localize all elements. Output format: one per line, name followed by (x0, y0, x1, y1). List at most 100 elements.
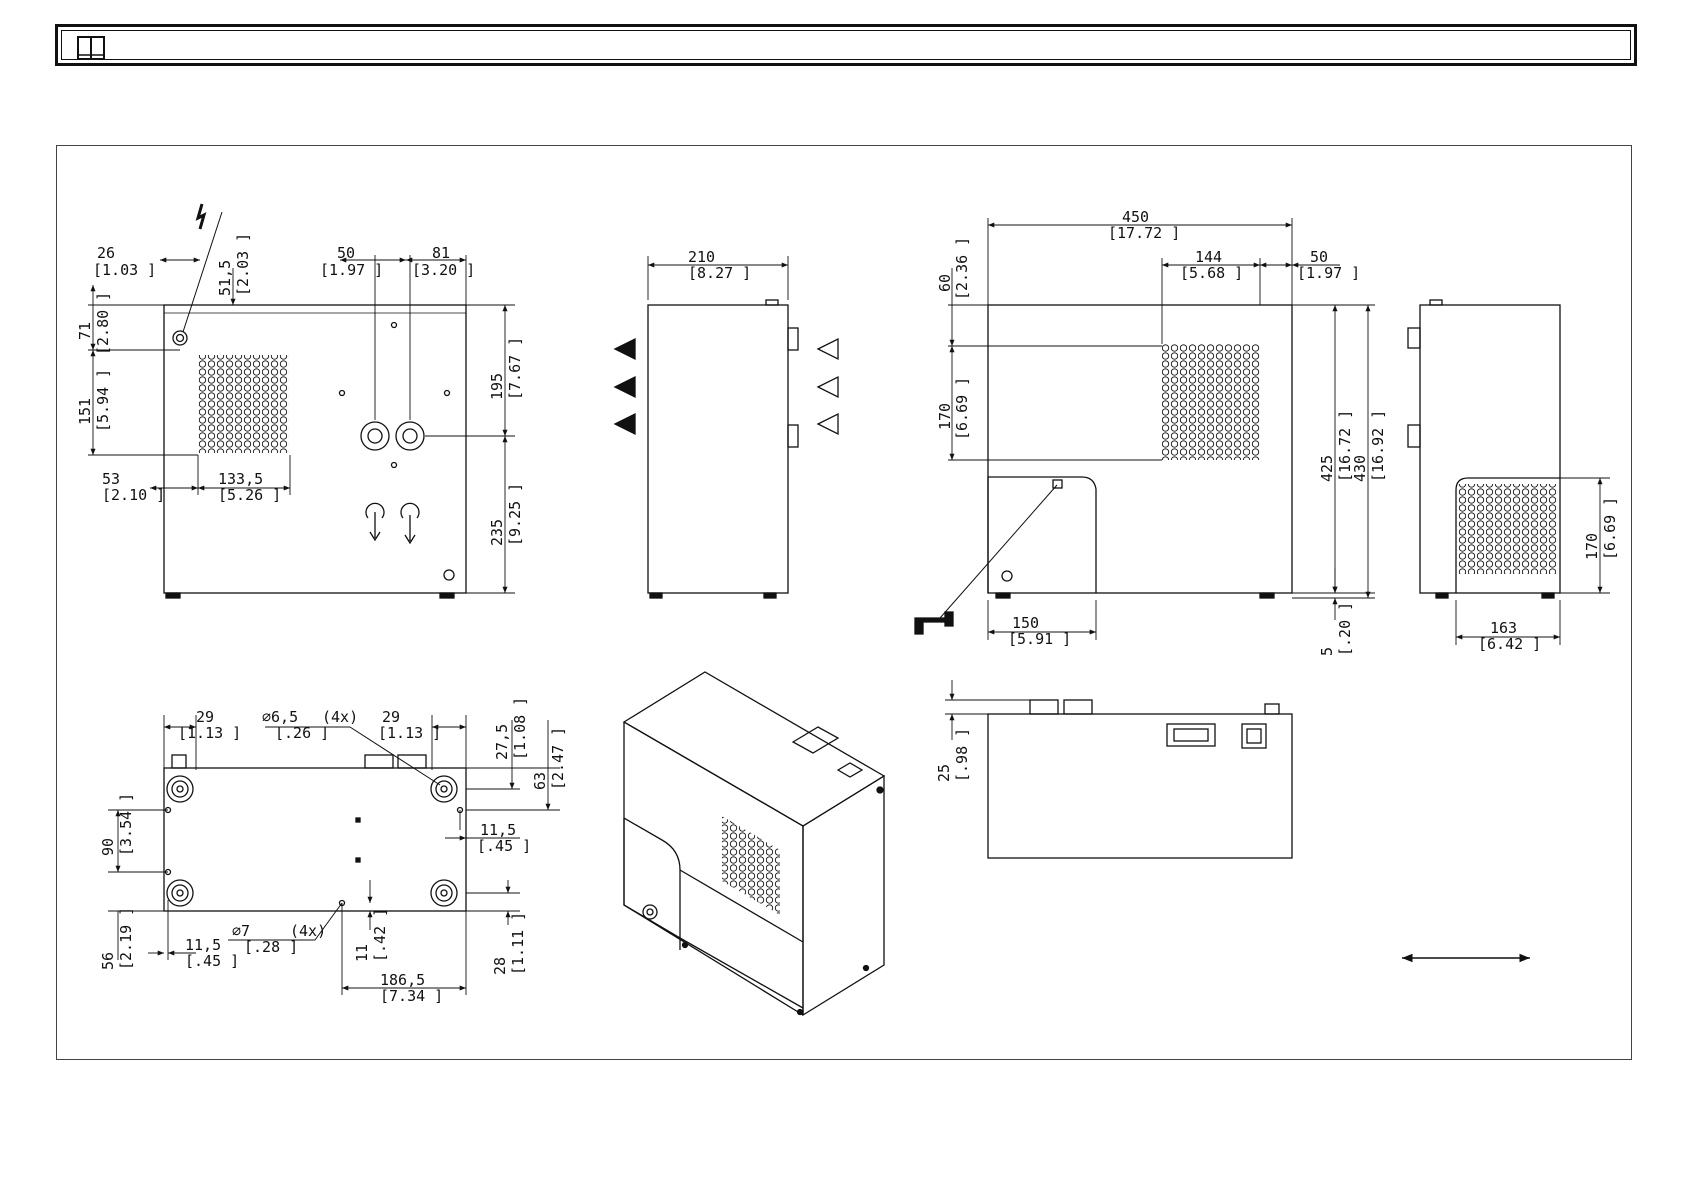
rear-view-body (987, 304, 1293, 594)
dim-value: 60 (936, 274, 954, 292)
dim-inch: [1.11 ] (509, 912, 527, 975)
side-left-body (647, 304, 789, 594)
dim-inch: [16.92 ] (1369, 410, 1387, 482)
dim-inch: [1.03 ] (93, 261, 156, 279)
iso-side-face (802, 774, 885, 1017)
dim-value: 11 (353, 944, 371, 962)
mounting-foot (166, 879, 194, 907)
dim-value: 50 (1310, 248, 1328, 266)
dim-value: 29 (196, 708, 214, 726)
front-view-dimensions (88, 255, 515, 594)
dim-value: 144 (1195, 248, 1222, 266)
iso-switch (836, 762, 864, 778)
side-view-left (613, 299, 839, 599)
inlet-arrow-icon (613, 375, 636, 399)
dim-value: 235 (488, 519, 506, 546)
dim-value: 150 (1012, 614, 1039, 632)
iso-recess-edge (623, 722, 681, 940)
side-right-labels: 170 [6.69 ] 163 [6.42 ] (1478, 497, 1619, 653)
rear-view-dimensions (948, 218, 1375, 640)
hole-diameter-label: ⌀6,5 (262, 708, 298, 726)
manual-book-icon (77, 36, 105, 60)
dim-value: 170 (1583, 533, 1601, 560)
dim-inch: [5.68 ] (1180, 264, 1243, 282)
dim-value: 151 (76, 398, 94, 425)
water-inlet-fitting (360, 421, 390, 451)
hole-count-label: (4x) (322, 708, 358, 726)
dim-value: 81 (432, 244, 450, 262)
top-fitting (1029, 699, 1059, 715)
dim-inch: [1.97 ] (1297, 264, 1360, 282)
rear-recess (987, 476, 1097, 593)
iso-top-face (622, 671, 886, 827)
dim-inch: [.26 ] (275, 724, 329, 742)
power-cable-gland (172, 330, 188, 346)
dim-value: 5 (1318, 647, 1336, 656)
side-right-dimensions (1455, 477, 1610, 645)
dim-value: 27,5 (493, 724, 511, 760)
bottom-view-body (163, 767, 467, 912)
dim-value: 11,5 (185, 936, 221, 954)
front-view (163, 203, 467, 599)
dim-inch: [17.72 ] (1108, 224, 1180, 242)
drain-tap-icon (914, 611, 954, 635)
dim-inch: [1.13 ] (178, 724, 241, 742)
front-view-body (163, 304, 467, 594)
display-panel (1166, 723, 1216, 747)
dim-value: 186,5 (380, 971, 425, 989)
dim-inch: [.45 ] (477, 837, 531, 855)
dim-inch: [7.34 ] (380, 987, 443, 1005)
dim-inch: [.20 ] (1336, 602, 1354, 656)
dim-value: 56 (99, 952, 117, 970)
bottom-view-dimensions (108, 715, 560, 995)
dim-value: 425 (1318, 455, 1336, 482)
header-frame (55, 24, 1637, 66)
rear-ventilation-grille (1162, 344, 1260, 460)
side-right-recess (1455, 477, 1560, 593)
side-left-labels: 210 [8.27 ] (688, 248, 751, 282)
dim-value: 28 (491, 957, 509, 975)
dim-value: 50 (337, 244, 355, 262)
dim-value: 430 (1351, 455, 1369, 482)
power-switch (1241, 723, 1267, 749)
dim-inch: [7.67 ] (506, 337, 524, 400)
isometric-view (622, 671, 886, 1017)
dim-inch: [9.25 ] (506, 483, 524, 546)
dim-value: 170 (936, 403, 954, 430)
dim-inch: [5.26 ] (218, 486, 281, 504)
dim-inch: [2.47 ] (549, 727, 567, 790)
side-right-grille (1458, 484, 1556, 574)
hole-diameter-label: ⌀7 (232, 922, 250, 940)
dim-inch: [2.03 ] (234, 233, 252, 296)
mounting-foot (166, 775, 194, 803)
dim-value: 51,5 (216, 260, 234, 296)
dim-inch: [2.10 ] (102, 486, 165, 504)
dim-value: 11,5 (480, 821, 516, 839)
inlet-arrow-icon (613, 412, 636, 436)
dim-inch: [2.19 ] (117, 907, 135, 970)
dim-value: 163 (1490, 619, 1517, 637)
front-ventilation-grille (198, 355, 289, 453)
outlet-arrow-icon (816, 375, 839, 399)
hole-count-label: (4x) (290, 922, 326, 940)
mounting-foot (430, 879, 458, 907)
dim-inch: [6.42 ] (1478, 635, 1541, 653)
front-view-labels: 26 [1.03 ] 51,5 [2.03 ] 50 [1.97 ] 81 [3… (76, 233, 524, 546)
dim-inch: [.28 ] (244, 938, 298, 956)
dim-value: 26 (97, 244, 115, 262)
top-view-body (987, 713, 1293, 859)
top-view-dimensions (945, 680, 1030, 740)
dim-inch: [6.69 ] (953, 377, 971, 440)
dim-inch: [5.94 ] (94, 369, 112, 432)
dim-value: 450 (1122, 208, 1149, 226)
dim-inch: [5.91 ] (1008, 630, 1071, 648)
rear-view (914, 304, 1293, 635)
iso-grille (722, 816, 780, 915)
dim-value: 29 (382, 708, 400, 726)
dim-inch: [2.36 ] (953, 237, 971, 300)
dim-inch: [2.80 ] (94, 292, 112, 355)
dim-inch: [1.97 ] (320, 261, 383, 279)
top-view (987, 699, 1293, 859)
drawing-frame (56, 145, 1632, 1060)
top-view-labels: 25 [.98 ] (935, 728, 971, 782)
